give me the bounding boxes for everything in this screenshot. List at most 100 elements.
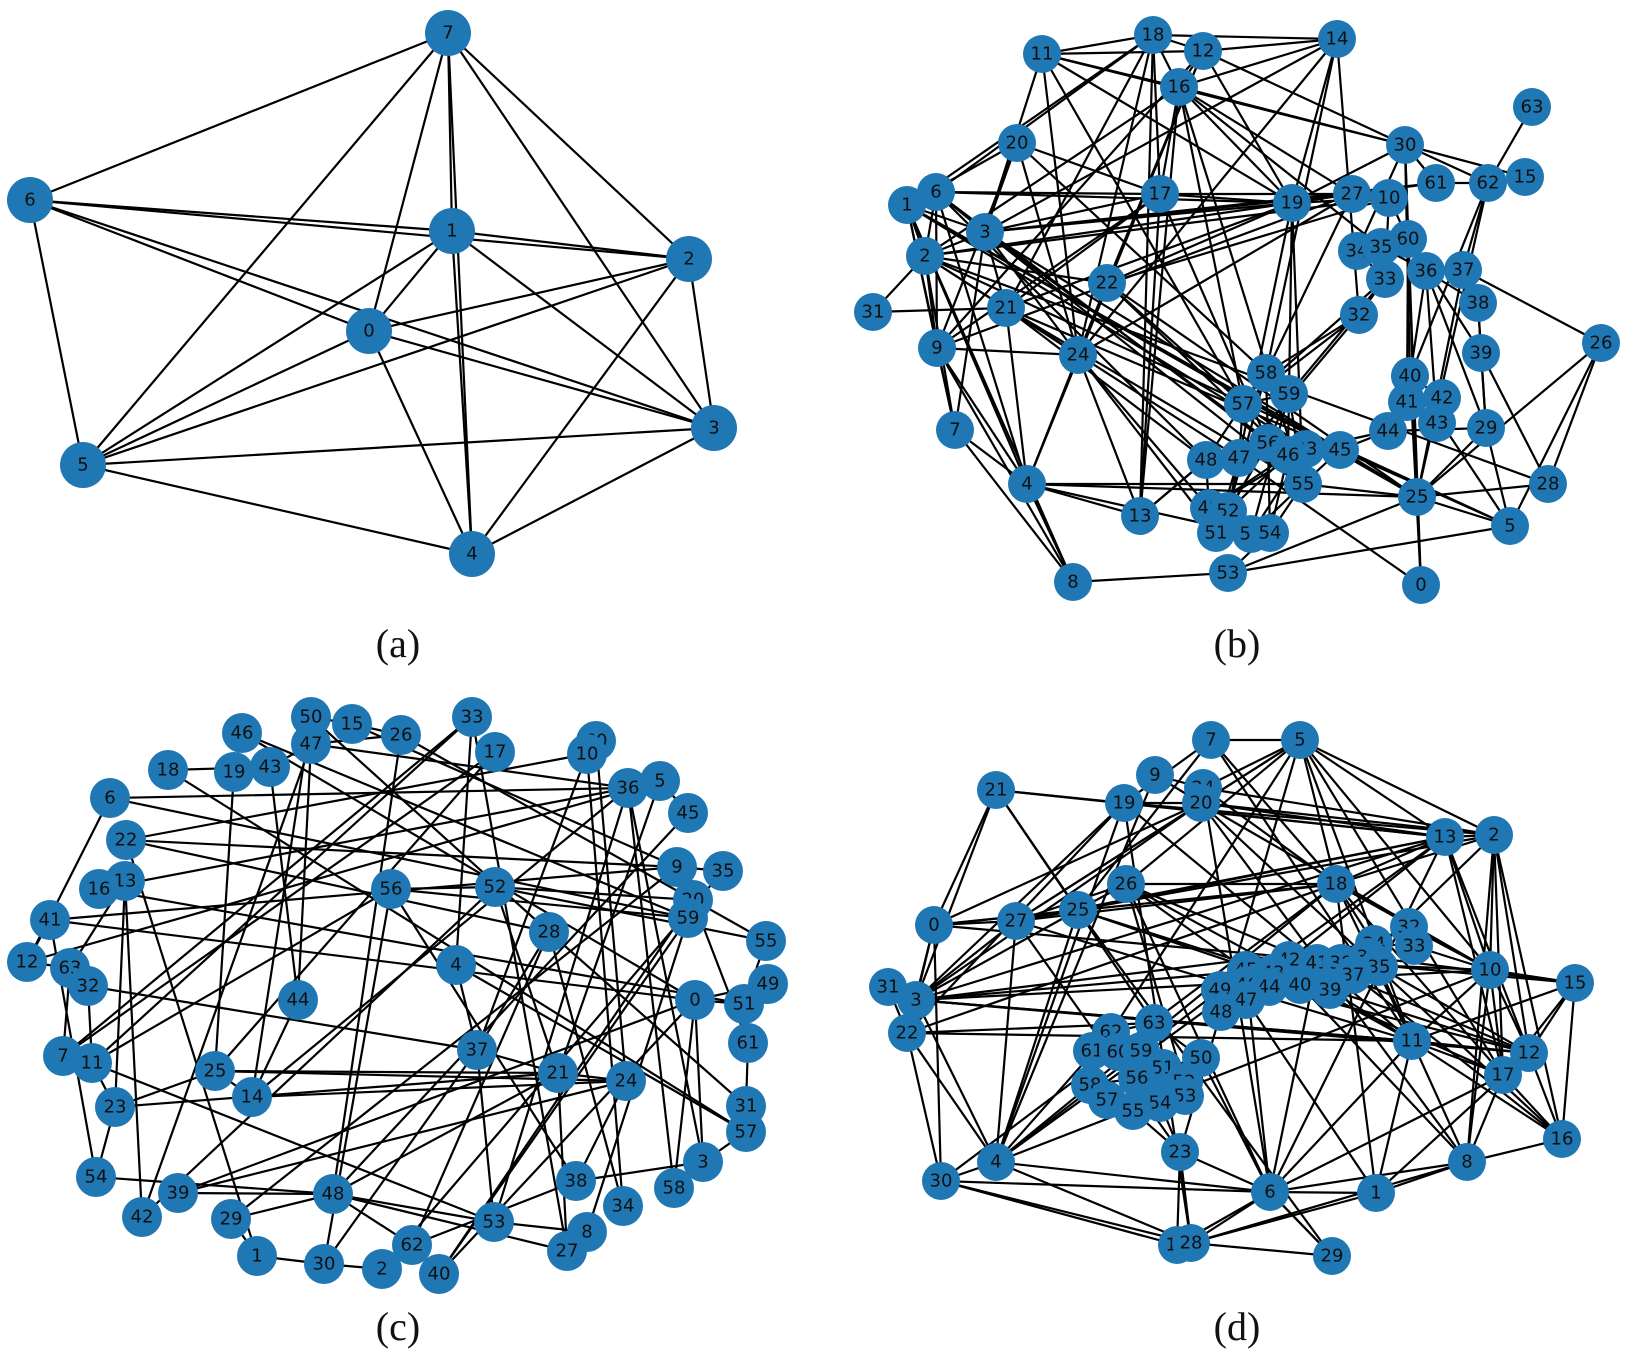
node-circle: [1448, 1143, 1486, 1181]
caption-b: (b): [1213, 621, 1261, 666]
node-circle: [1366, 260, 1404, 298]
node-label: 35: [1368, 957, 1391, 978]
edge-b-24-49: [1076, 353, 1211, 510]
node-c-1: 1: [237, 1236, 277, 1276]
node-label: 53: [1217, 563, 1240, 584]
node-d-5: 5: [1281, 721, 1319, 759]
edge-d-13-3: [914, 835, 1447, 1002]
edge-b-20-17: [1015, 141, 1162, 196]
node-label: 20: [1006, 133, 1029, 154]
node-d-8: 8: [1448, 1143, 1486, 1181]
edge-d-27-3: [914, 919, 1018, 1002]
edge-d-26-52: [1124, 882, 1186, 1084]
node-label: 39: [1470, 343, 1493, 364]
node-b-62: 62: [1469, 164, 1507, 202]
edge-b-18-1: [905, 33, 1155, 207]
node-circle: [1471, 951, 1509, 989]
edge-d-22-18: [905, 882, 1338, 1035]
edge-b-20-24: [1015, 141, 1080, 357]
node-b-7: 7: [936, 411, 974, 449]
node-circle: [1318, 20, 1356, 58]
node-label: 1: [901, 195, 912, 216]
edge-b-22-46: [1105, 281, 1290, 457]
node-c-36: 36: [608, 768, 648, 808]
node-circle: [556, 1161, 596, 1201]
edge-c-10-22: [124, 752, 589, 842]
node-circle: [429, 208, 475, 254]
node-circle: [30, 900, 70, 940]
edge-b-11-12: [1040, 49, 1205, 56]
node-circle: [987, 289, 1025, 327]
edge-d-28-29: [1189, 1241, 1334, 1258]
node-circle: [1402, 566, 1440, 604]
node-circle: [457, 1030, 497, 1070]
node-label: 55: [1292, 474, 1315, 495]
node-label: 40: [1399, 366, 1422, 387]
node-circle: [313, 1174, 353, 1214]
node-label: 62: [1477, 173, 1500, 194]
node-label: 19: [223, 762, 246, 783]
node-label: 29: [1321, 1246, 1344, 1267]
node-c-14: 14: [232, 1077, 272, 1117]
node-label: 2: [376, 1259, 387, 1280]
edge-d-11-6: [1268, 1039, 1414, 1194]
edge-d-22-30: [905, 1031, 943, 1183]
node-circle: [475, 867, 515, 907]
node-label: 21: [995, 298, 1018, 319]
node-c-56: 56: [371, 869, 411, 909]
edge-c-58-36: [626, 786, 676, 1190]
node-b-33: 33: [1366, 260, 1404, 298]
edge-d-2-10: [1488, 833, 1496, 972]
edge-c-34-10: [585, 752, 625, 1208]
edge-a-1-3: [450, 229, 716, 430]
node-label: 46: [231, 723, 254, 744]
node-label: 0: [1415, 575, 1426, 596]
edge-a-2-3: [687, 257, 716, 430]
node-d-6: 6: [1251, 1173, 1289, 1211]
node-label: 36: [1415, 261, 1438, 282]
node-d-28: 28: [1172, 1224, 1210, 1262]
node-label: 5: [1504, 516, 1515, 537]
node-circle: [1220, 439, 1258, 477]
node-label: 48: [322, 1184, 345, 1205]
node-label: 44: [1377, 421, 1400, 442]
edge-c-22-28: [124, 838, 551, 934]
node-circle: [1182, 784, 1220, 822]
node-label: 24: [615, 1071, 638, 1092]
node-circle: [60, 442, 106, 488]
node-c-46: 46: [222, 713, 262, 753]
node-c-51: 51: [724, 984, 764, 1024]
node-a-4: 4: [449, 531, 495, 577]
node-label: 53: [483, 1212, 506, 1233]
node-label: 24: [1067, 345, 1090, 366]
node-circle: [922, 1162, 960, 1200]
edge-d-5-2: [1298, 738, 1496, 837]
node-label: 7: [1205, 730, 1216, 751]
node-circle: [668, 793, 708, 833]
node-circle: [666, 236, 712, 282]
node-circle: [158, 1173, 198, 1213]
node-circle: [7, 177, 53, 223]
node-circle: [529, 912, 569, 952]
node-circle: [250, 747, 290, 787]
node-d-16: 16: [1543, 1120, 1581, 1158]
node-label: 2: [683, 249, 694, 270]
node-b-9: 9: [918, 329, 956, 367]
node-circle: [419, 1254, 459, 1294]
node-circle: [1114, 1092, 1152, 1130]
node-label: 3: [979, 222, 990, 243]
edge-c-22-9: [124, 838, 679, 869]
node-c-57: 57: [726, 1112, 766, 1152]
edge-b-9-8: [935, 346, 1075, 584]
node-label: 31: [877, 977, 900, 998]
edge-b-39-28: [1479, 351, 1550, 486]
node-label: 63: [1143, 1013, 1166, 1034]
node-label: 45: [1329, 440, 1352, 461]
node-c-2: 2: [362, 1249, 402, 1289]
edge-b-37-26: [1461, 268, 1603, 345]
edge-d-20-0: [932, 801, 1203, 927]
edge-d-46-6: [1245, 983, 1272, 1194]
node-circle: [449, 531, 495, 577]
node-label: 40: [1289, 975, 1312, 996]
